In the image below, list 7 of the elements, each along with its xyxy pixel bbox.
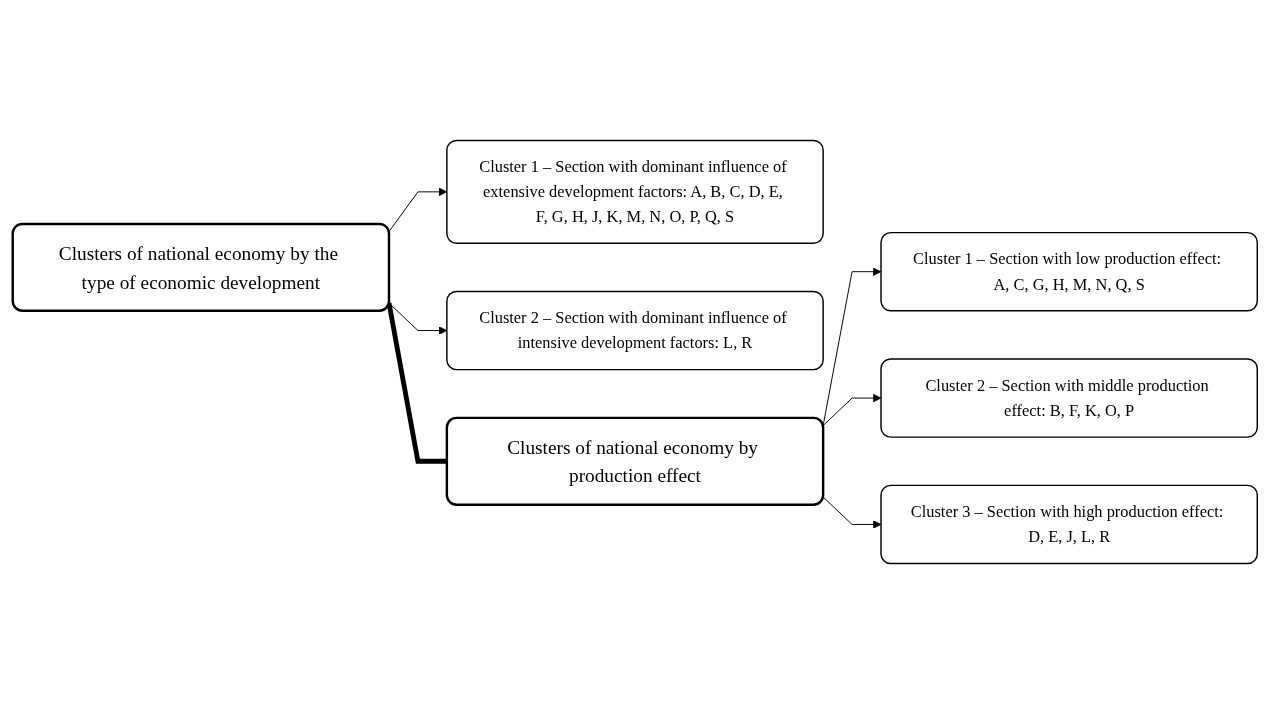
node-box: Cluster 2 – Section with dominant influence of intensive development factors: L, R (446, 290, 824, 371)
node-box: Cluster 1 – Section with low production effect: A, C, G, H, M, N, Q, S (880, 231, 1258, 312)
node-box: Cluster 1 – Section with dominant influence of extensive development factors: A, B, C, D, E, F, G, H, J, K, M, N, O, P, Q, S (446, 139, 824, 244)
node-box: Cluster 2 – Section with middle production effect: B, F, K, O, P (880, 358, 1258, 438)
node-box: Cluster 3 – Section with high production effect: D, E, J, L, R (880, 484, 1258, 565)
node-box: Clusters of national economy by the type of economic development (11, 222, 391, 312)
node-box: Clusters of national economy by production effect (445, 416, 825, 506)
